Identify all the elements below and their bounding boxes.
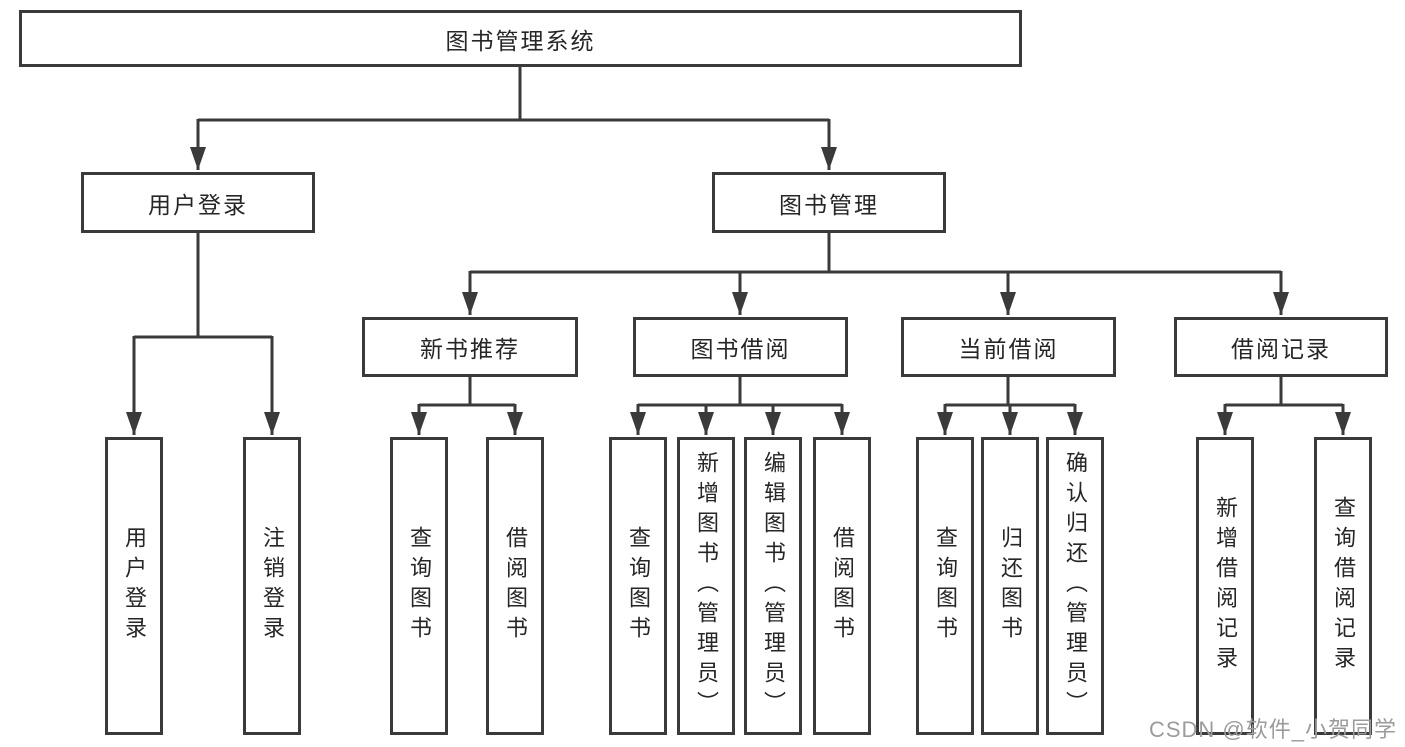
leaf-add-borrow-record-label: 新增借阅记录	[1213, 496, 1238, 676]
connector-new-book-children	[411, 377, 523, 435]
connector-user-login-children	[126, 233, 280, 435]
leaf-edit-books-admin-label: 编辑图书（管理员）	[761, 451, 786, 721]
leaf-query-books-rec: 查询图书	[390, 437, 448, 735]
leaf-logout-label: 注销登录	[260, 526, 285, 646]
leaf-confirm-return-admin-label: 确认归还（管理员）	[1063, 451, 1088, 721]
leaf-query-books-current-label: 查询图书	[933, 526, 958, 646]
connector-borrow-records-children	[1217, 377, 1351, 435]
node-book-mgmt: 图书管理	[712, 172, 946, 233]
connector-book-borrow-children	[630, 377, 850, 435]
node-new-book-rec-label: 新书推荐	[420, 336, 520, 362]
csdn-watermark: CSDN @软件_小贺同学	[1148, 717, 1397, 742]
connector-book-mgmt-children	[462, 233, 1289, 315]
node-user-login: 用户登录	[81, 172, 315, 233]
leaf-query-books-borrow: 查询图书	[609, 437, 667, 735]
leaf-user-login-label: 用户登录	[122, 526, 147, 646]
node-new-book-rec: 新书推荐	[362, 317, 578, 377]
leaf-query-books-rec-label: 查询图书	[407, 526, 432, 646]
connector-root-to-level2	[190, 67, 837, 170]
node-borrow-records-label: 借阅记录	[1231, 336, 1331, 362]
node-book-borrow-label: 图书借阅	[690, 336, 791, 362]
leaf-borrow-books-rec: 借阅图书	[486, 437, 544, 735]
leaf-edit-books-admin: 编辑图书（管理员）	[744, 437, 802, 735]
leaf-query-borrow-record: 查询借阅记录	[1314, 437, 1372, 735]
node-current-borrow: 当前借阅	[901, 317, 1116, 377]
leaf-query-books-current: 查询图书	[916, 437, 974, 735]
leaf-add-books-admin: 新增图书（管理员）	[677, 437, 735, 735]
leaf-borrow-books: 借阅图书	[813, 437, 871, 735]
node-root: 图书管理系统	[19, 10, 1022, 67]
leaf-add-borrow-record: 新增借阅记录	[1196, 437, 1254, 735]
leaf-borrow-books-label: 借阅图书	[830, 526, 855, 646]
node-user-login-label: 用户登录	[148, 191, 248, 218]
leaf-query-borrow-record-label: 查询借阅记录	[1331, 496, 1356, 676]
leaf-return-books-label: 归还图书	[998, 526, 1023, 646]
node-book-borrow: 图书借阅	[633, 317, 848, 377]
leaf-query-books-borrow-label: 查询图书	[626, 526, 651, 646]
leaf-confirm-return-admin: 确认归还（管理员）	[1046, 437, 1104, 735]
leaf-logout: 注销登录	[243, 437, 301, 735]
leaf-borrow-books-rec-label: 借阅图书	[503, 526, 528, 646]
leaf-return-books: 归还图书	[981, 437, 1039, 735]
leaf-user-login: 用户登录	[105, 437, 163, 735]
connector-current-borrow-children	[937, 377, 1083, 435]
node-root-label: 图书管理系统	[445, 27, 596, 54]
leaf-add-books-admin-label: 新增图书（管理员）	[694, 451, 719, 721]
node-book-mgmt-label: 图书管理	[779, 191, 879, 218]
node-current-borrow-label: 当前借阅	[958, 336, 1059, 362]
node-borrow-records: 借阅记录	[1174, 317, 1388, 377]
